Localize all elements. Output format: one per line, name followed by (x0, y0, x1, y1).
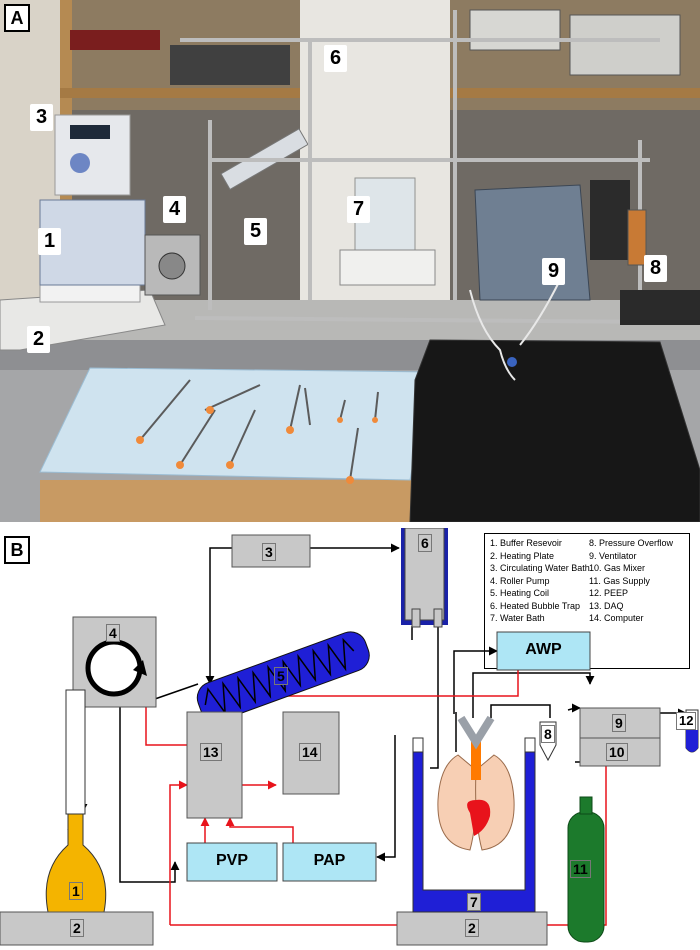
photo-label-2: 2 (27, 326, 51, 353)
photo-label-7: 7 (347, 196, 371, 223)
legend-item: 1. Buffer Resevoir (490, 538, 562, 548)
panel-b-label: B (4, 536, 30, 564)
legend-item: 11. Gas Supply (589, 575, 650, 586)
legend-item: 4. Roller Pump (490, 575, 550, 586)
legend-item: 7. Water Bath (490, 613, 545, 623)
legend-item: 9. Ventilator (589, 550, 637, 561)
photo-label-1: 1 (38, 228, 62, 255)
legend-item: 12. PEEP (589, 588, 629, 598)
photo-label-9: 9 (542, 258, 566, 285)
legend-item: 14. Computer (589, 613, 644, 623)
legend-item: 2. Heating Plate (490, 550, 555, 561)
perfusion-schematic (0, 528, 699, 946)
photo-label-3: 3 (30, 104, 54, 131)
legend-item: 10. Gas Mixer (589, 563, 646, 573)
photo-label-8: 8 (644, 255, 668, 282)
photo-label-6: 6 (324, 45, 348, 72)
photo-label-5: 5 (244, 218, 268, 245)
legend-item: 8. Pressure Overflow (589, 538, 674, 548)
lab-photo (0, 0, 700, 522)
legend-item: 3. Circulating Water Bath (490, 563, 590, 573)
panel-a-label: A (4, 4, 30, 32)
legend-item: 6. Heated Bubble Trap (490, 600, 581, 611)
legend-item: 5. Heating Coil (490, 588, 550, 598)
legend-item: 13. DAQ (589, 600, 624, 611)
photo-label-4: 4 (163, 196, 187, 223)
